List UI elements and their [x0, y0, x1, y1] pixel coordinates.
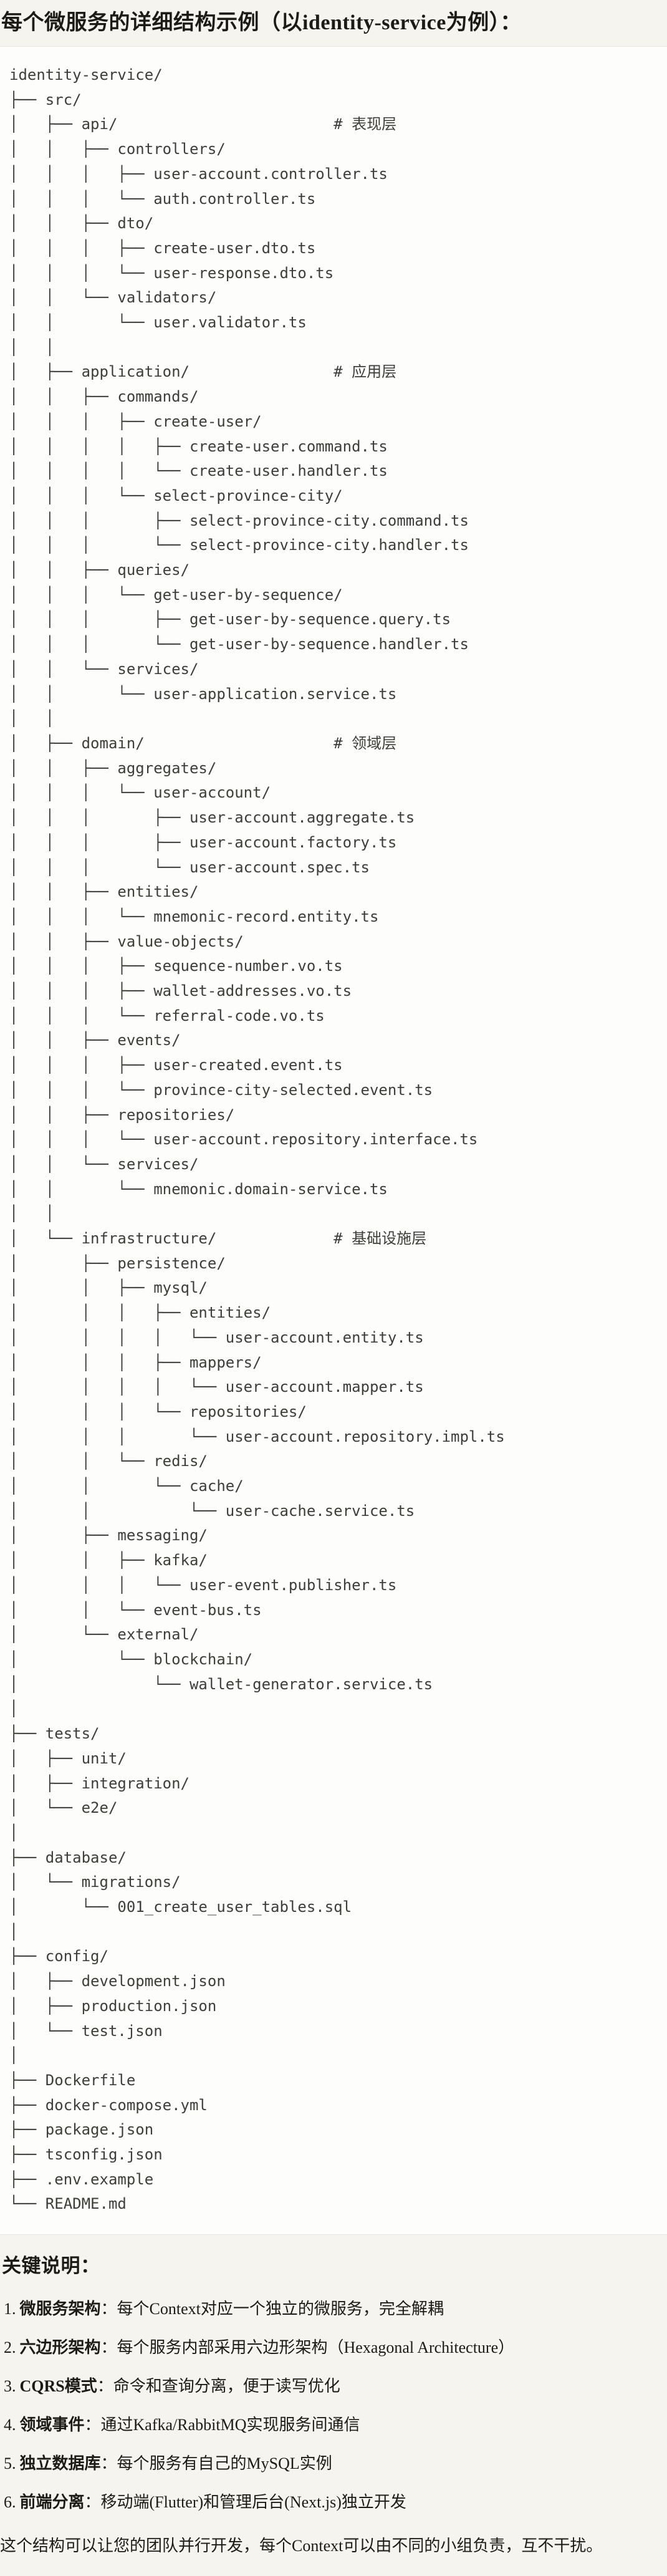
note-label: 独立数据库	[19, 2454, 101, 2473]
note-item: 4.领域事件：通过Kafka/RabbitMQ实现服务间通信	[4, 2414, 657, 2436]
directory-tree: identity-service/ ├── src/ │ ├── api/ # …	[9, 66, 505, 2213]
note-text: ：命令和查询分离，便于读写优化	[97, 2377, 340, 2396]
note-text: ：每个Context对应一个独立的微服务，完全解耦	[100, 2300, 444, 2318]
notes-heading: 关键说明：	[2, 2255, 100, 2277]
page-title: 每个微服务的详细结构示例（以identity-service为例）：	[1, 11, 522, 34]
note-label: 前端分离	[19, 2493, 85, 2512]
notes-footer: 这个结构可以让您的团队并行开发，每个Context可以由不同的小组负责，互不干扰…	[0, 2537, 603, 2555]
note-number: 3.	[4, 2377, 16, 2396]
note-number: 6.	[4, 2493, 16, 2512]
note-number: 5.	[4, 2454, 16, 2473]
note-number: 4.	[4, 2416, 16, 2434]
note-item: 6.前端分离：移动端(Flutter)和管理后台(Next.js)独立开发	[4, 2491, 657, 2514]
note-item: 2.六边形架构：每个服务内部采用六边形架构（Hexagonal Architec…	[4, 2337, 657, 2359]
note-text: ：移动端(Flutter)和管理后台(Next.js)独立开发	[84, 2493, 406, 2512]
note-item: 1.微服务架构：每个Context对应一个独立的微服务，完全解耦	[4, 2298, 657, 2320]
code-block: identity-service/ ├── src/ │ ├── api/ # …	[0, 46, 667, 2236]
note-item: 5.独立数据库：每个服务有自己的MySQL实例	[4, 2453, 657, 2475]
note-label: 六边形架构	[19, 2338, 101, 2357]
note-label: 微服务架构	[19, 2300, 101, 2318]
note-text: ：每个服务内部采用六边形架构（Hexagonal Architecture）	[100, 2338, 515, 2357]
note-label: CQRS模式	[19, 2377, 97, 2396]
note-item: 3.CQRS模式：命令和查询分离，便于读写优化	[4, 2375, 657, 2398]
note-label: 领域事件	[19, 2416, 85, 2434]
note-text: ：每个服务有自己的MySQL实例	[100, 2454, 332, 2473]
note-number: 2.	[4, 2338, 16, 2357]
note-text: ：通过Kafka/RabbitMQ实现服务间通信	[84, 2416, 360, 2434]
notes-section: 关键说明： 1.微服务架构：每个Context对应一个独立的微服务，完全解耦 2.…	[0, 2235, 667, 2576]
note-number: 1.	[4, 2300, 16, 2318]
